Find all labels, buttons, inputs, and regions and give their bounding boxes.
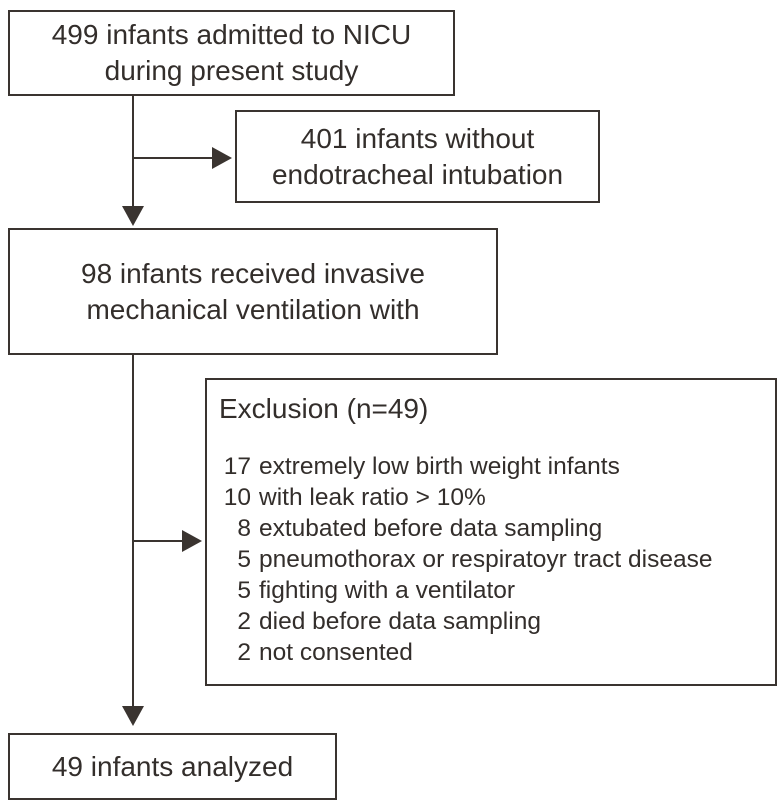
exclusion-item-count: 5: [237, 577, 251, 604]
box-no-intubation-line1: 401 infants without: [300, 122, 535, 154]
box-admitted-to-nicu: 499 infants admitted to NICU during pres…: [8, 10, 455, 96]
exclusion-item: 2 died before data sampling: [221, 606, 767, 637]
arrowhead-down-into-analyzed-box: [122, 706, 144, 726]
connector-branch-to-no-intubation: [132, 157, 212, 159]
exclusion-item-label: with leak ratio > 10%: [259, 484, 486, 511]
exclusion-item-count: 2: [237, 608, 251, 635]
exclusion-item: 10 with leak ratio > 10%: [221, 482, 767, 513]
exclusion-list: 17 extremely low birth weight infants 10…: [219, 451, 767, 668]
arrowhead-right-into-exclusion-box: [182, 530, 202, 552]
exclusion-item: 8 extubated before data sampling: [221, 513, 767, 544]
exclusion-item-label: extremely low birth weight infants: [259, 453, 620, 480]
exclusion-item-label: died before data sampling: [259, 608, 541, 635]
exclusion-item-label: not consented: [259, 639, 413, 666]
box-no-intubation-line2: endotracheal intubation: [271, 158, 564, 190]
exclusion-item: 5 pneumothorax or respiratoyr tract dise…: [221, 544, 767, 575]
box-admitted-line1: 499 infants admitted to NICU: [51, 19, 412, 50]
exclusion-item-label: pneumothorax or respiratoyr tract diseas…: [259, 546, 713, 573]
exclusion-item: 2 not consented: [221, 637, 767, 668]
exclusion-item-label: extubated before data sampling: [259, 515, 603, 542]
connector-branch-to-exclusion: [132, 540, 182, 542]
connector-ventilated-to-analyzed: [132, 355, 134, 707]
exclusion-item-count: 10: [223, 484, 251, 511]
arrowhead-down-into-ventilated-box: [122, 206, 144, 226]
exclusion-item-count: 8: [237, 515, 251, 542]
box-exclusion: Exclusion (n=49) 17 extremely low birth …: [205, 378, 777, 686]
exclusion-item-count: 5: [237, 546, 251, 573]
exclusion-item: 17 extremely low birth weight infants: [221, 451, 767, 482]
box-without-intubation: 401 infants without endotracheal intubat…: [235, 110, 600, 203]
box-analyzed: 49 infants analyzed: [8, 733, 337, 800]
arrowhead-right-into-no-intubation-box: [212, 147, 232, 169]
exclusion-item: 5 fighting with a ventilator: [221, 575, 767, 606]
box-admitted-line2: during present study: [104, 55, 359, 86]
connector-admitted-to-ventilated: [132, 96, 134, 208]
exclusion-title: Exclusion (n=49): [219, 393, 429, 424]
exclusion-item-count: 2: [237, 639, 251, 666]
exclusion-item-label: fighting with a ventilator: [259, 577, 516, 604]
box-ventilated-line1: 98 infants received invasive: [81, 257, 425, 289]
exclusion-item-count: 17: [223, 453, 251, 480]
box-analyzed-line1: 49 infants analyzed: [51, 750, 294, 782]
box-ventilated-line2: mechanical ventilation with: [86, 293, 420, 325]
box-invasive-ventilation: 98 infants received invasive mechanical …: [8, 228, 498, 355]
